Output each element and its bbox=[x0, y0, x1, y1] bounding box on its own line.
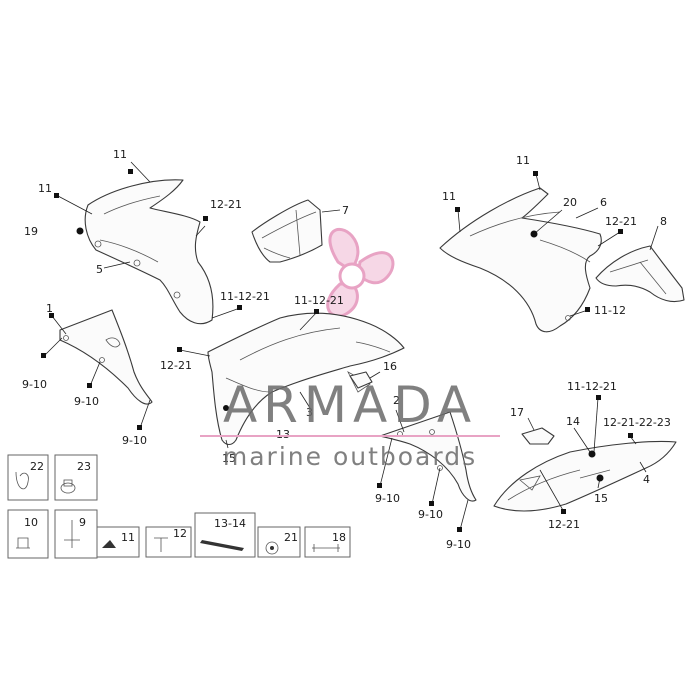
legend-item-12: 12 bbox=[145, 526, 192, 558]
callout-label: 11-12 bbox=[594, 304, 626, 317]
legend-item-22: 22 bbox=[7, 454, 49, 501]
legend-item-23: 23 bbox=[54, 454, 98, 501]
callout-label: 9-10 bbox=[446, 538, 471, 551]
leader-lines bbox=[43, 161, 659, 531]
callout-label: 11-12-21 bbox=[220, 290, 270, 303]
callout-label: 6 bbox=[600, 196, 607, 209]
part-clip-17 bbox=[521, 427, 555, 445]
callout-label: 9-10 bbox=[375, 492, 400, 505]
callout-label: 15 bbox=[222, 452, 236, 465]
hardware-legend: 22 23 10 9 11 12 bbox=[7, 454, 351, 559]
callout-label: 7 bbox=[342, 204, 349, 217]
callout-label: 3 bbox=[306, 406, 313, 419]
callout-label: 9-10 bbox=[74, 395, 99, 408]
legend-label: 10 bbox=[24, 516, 38, 529]
watermark-text: ARMADA marine outboards bbox=[200, 376, 500, 471]
callout-label: 13 bbox=[276, 428, 290, 441]
legend-label: 12 bbox=[173, 527, 187, 540]
callout-label: 14 bbox=[566, 415, 580, 428]
legend-label: 21 bbox=[284, 531, 298, 544]
leader-markers bbox=[41, 169, 633, 532]
callout-label: 11-12-21 bbox=[294, 294, 344, 307]
callout-label: 1 bbox=[46, 302, 53, 315]
legend-item-13-14: 13-14 bbox=[194, 512, 256, 558]
watermark-propeller-logo bbox=[326, 227, 395, 318]
part-lower-left-panel bbox=[59, 309, 153, 405]
callout-label: 5 bbox=[96, 263, 103, 276]
part-upper-left-fairing bbox=[84, 179, 214, 325]
callout-label: 12-21 bbox=[210, 198, 242, 211]
watermark-brand: ARMADA bbox=[223, 376, 477, 434]
callout-label: 16 bbox=[383, 360, 397, 373]
callout-label: 12-21 bbox=[548, 518, 580, 531]
legend-item-11: 11 bbox=[96, 526, 140, 558]
callout-labels: 11 11 19 12-21 5 7 11-12-21 11-12-21 1 9… bbox=[22, 148, 671, 551]
callout-label: 9-10 bbox=[22, 378, 47, 391]
part-right-bracket bbox=[595, 245, 685, 303]
callout-label: 15 bbox=[594, 492, 608, 505]
callout-label: 12-21-22-23 bbox=[603, 416, 671, 429]
legend-label: 9 bbox=[79, 516, 86, 529]
legend-label: 11 bbox=[121, 531, 135, 544]
legend-item-21: 21 bbox=[257, 526, 301, 558]
callout-label: 19 bbox=[24, 225, 38, 238]
legend-item-9: 9 bbox=[54, 509, 98, 559]
legend-label: 22 bbox=[30, 460, 44, 473]
callout-label: 11 bbox=[516, 154, 530, 167]
part-upper-right-fairing bbox=[439, 187, 602, 333]
callout-label: 11 bbox=[113, 148, 127, 161]
watermark-tagline: marine outboards bbox=[223, 442, 477, 471]
callout-label: 11 bbox=[442, 190, 456, 203]
part-lower-right-belly-pan bbox=[493, 440, 677, 512]
callout-label: 4 bbox=[643, 473, 650, 486]
callout-label: 12-21 bbox=[160, 359, 192, 372]
part-clip-16 bbox=[349, 371, 373, 389]
callout-label: 8 bbox=[660, 215, 667, 228]
callout-label: 9-10 bbox=[122, 434, 147, 447]
callout-label: 20 bbox=[563, 196, 577, 209]
callout-label: 11 bbox=[38, 182, 52, 195]
callout-label: 11-12-21 bbox=[567, 380, 617, 393]
callout-label: 12-21 bbox=[605, 215, 637, 228]
callout-label: 17 bbox=[510, 406, 524, 419]
callout-label: 9-10 bbox=[418, 508, 443, 521]
legend-label: 23 bbox=[77, 460, 91, 473]
legend-label: 18 bbox=[332, 531, 346, 544]
legend-item-18: 18 bbox=[304, 526, 351, 558]
legend-item-10: 10 bbox=[7, 509, 49, 559]
part-air-duct bbox=[251, 199, 323, 263]
legend-label: 13-14 bbox=[214, 517, 246, 530]
callout-label: 2 bbox=[393, 394, 400, 407]
part-lower-middle-panel bbox=[379, 411, 477, 502]
